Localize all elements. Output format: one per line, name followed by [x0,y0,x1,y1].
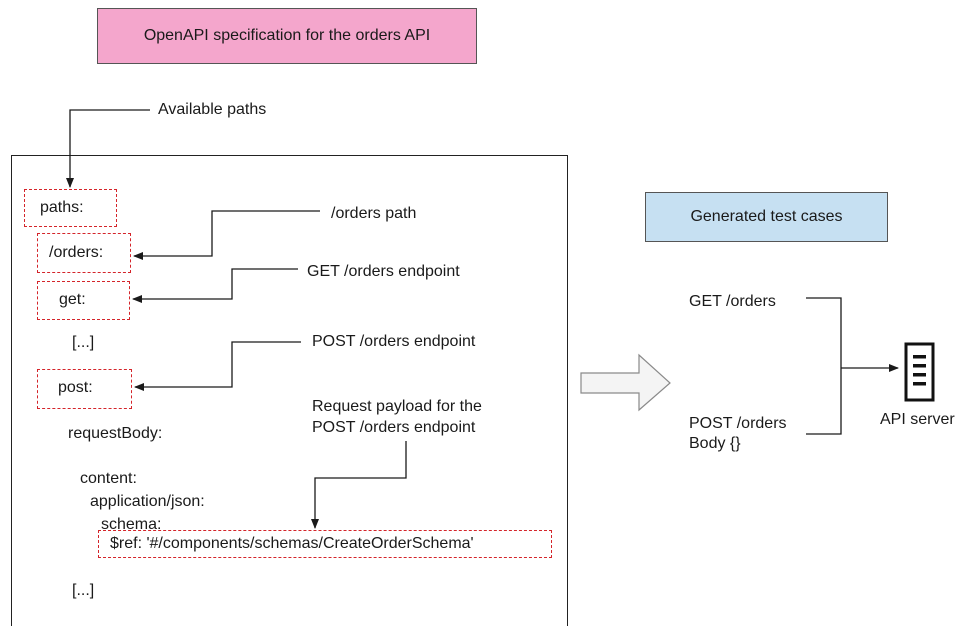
spec-line-ref: $ref: '#/components/schemas/CreateOrderS… [110,535,474,552]
server-label: API server [880,411,955,428]
test-case-post-body: Body {} [689,435,741,452]
paths-highlight [24,189,117,227]
ref-highlight [98,530,552,558]
arrow-request-payload [311,441,407,529]
spec-line-get: get: [59,291,86,308]
annotation-request-payload-2: POST /orders endpoint [312,419,476,436]
test-case-post: POST /orders [689,415,787,432]
test-case-get: GET /orders [689,293,776,310]
transform-arrow-icon [580,353,671,412]
annotation-get-endpoint: GET /orders endpoint [307,263,460,280]
post-highlight [37,369,132,409]
test-bracket [806,297,842,435]
spec-line-ellipsis-1: [...] [72,334,95,351]
spec-panel [11,155,568,626]
spec-line-post: post: [58,379,93,396]
arrow-orders-path [133,210,320,260]
spec-line-orders: /orders: [49,244,104,261]
spec-title: OpenAPI specification for the orders API [143,27,431,44]
arrow-get-endpoint [132,268,298,303]
tests-title-box: Generated test cases [645,192,888,242]
annotation-available-paths: Available paths [158,101,267,118]
annotation-orders-path: /orders path [331,205,417,222]
orders-highlight [37,233,131,273]
spec-title-box: OpenAPI specification for the orders API [97,8,477,64]
spec-line-request-body: requestBody: [68,425,163,442]
arrow-post-endpoint [134,341,301,391]
get-highlight [37,281,130,320]
spec-line-application-json: application/json: [90,493,205,510]
spec-line-schema: schema: [101,516,162,533]
annotation-request-payload-1: Request payload for the [312,398,482,415]
tests-title: Generated test cases [690,208,843,225]
annotation-post-endpoint: POST /orders endpoint [312,333,476,350]
spec-line-content: content: [80,470,137,487]
spec-line-paths: paths: [40,199,84,216]
spec-line-ellipsis-2: [...] [72,582,95,599]
arrow-available-paths [66,109,150,188]
server-icon [904,342,935,402]
